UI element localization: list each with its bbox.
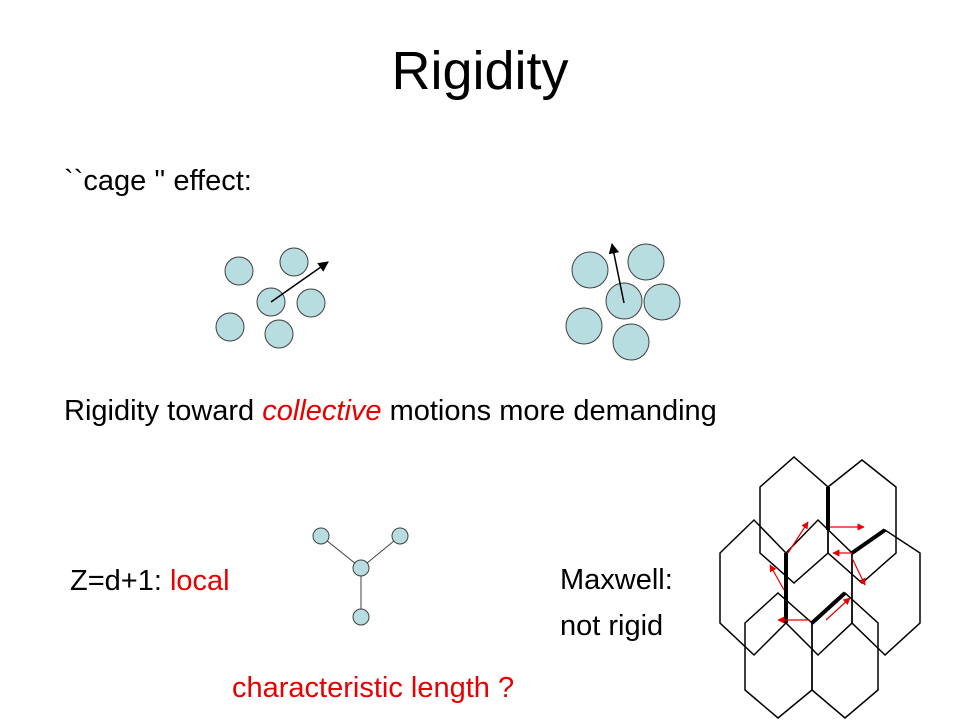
bond xyxy=(320,535,362,569)
particle xyxy=(565,307,603,345)
hexagon-lattice xyxy=(719,455,921,719)
network-node xyxy=(352,559,370,577)
characteristic-length-question: characteristic length ? xyxy=(232,672,515,704)
red-arrow xyxy=(851,557,866,586)
network-node xyxy=(352,608,370,626)
red-arrow xyxy=(787,521,809,554)
particle xyxy=(264,319,294,349)
red-arrow xyxy=(825,597,851,621)
hexagon-cell xyxy=(827,459,897,585)
maxwell-line-1: Maxwell: xyxy=(560,564,673,596)
displacement-arrow xyxy=(270,261,329,303)
dense-cage-cluster xyxy=(565,243,681,361)
particle xyxy=(643,283,681,321)
slide-title: Rigidity xyxy=(391,41,569,101)
network-node xyxy=(391,527,409,545)
local-highlight: local xyxy=(169,565,230,597)
thick-bond xyxy=(850,528,887,555)
red-displacement-arrows xyxy=(769,521,866,624)
sentence-suffix: motions more demanding xyxy=(381,395,717,427)
particle xyxy=(571,251,609,289)
hexagon-cell xyxy=(719,518,787,657)
particle xyxy=(224,256,254,286)
local-y-network xyxy=(312,527,409,626)
local-constraint-label: Z=d+1: local xyxy=(70,565,230,598)
thick-bond xyxy=(810,591,847,625)
particle xyxy=(612,323,650,361)
network-node xyxy=(312,527,330,545)
hexagon-cell xyxy=(744,591,813,719)
cage-effect-heading: ``cage '' effect: xyxy=(64,165,252,197)
collective-emphasis: collective xyxy=(262,395,382,427)
maxwell-line-2: not rigid xyxy=(560,610,664,642)
particle xyxy=(296,288,326,318)
sentence-prefix: Rigidity toward xyxy=(64,395,263,427)
particle xyxy=(279,247,309,277)
particle xyxy=(215,312,245,342)
displacement-arrow xyxy=(608,242,625,304)
lattice-thick-bonds xyxy=(784,487,887,625)
rigidity-sentence: Rigidity toward collective motions more … xyxy=(64,395,717,428)
particle xyxy=(627,243,665,281)
loose-cage-cluster xyxy=(215,247,326,349)
hexagon-cell xyxy=(851,529,921,657)
maxwell-label: Maxwell: not rigid xyxy=(560,557,673,649)
red-arrow xyxy=(769,564,785,591)
coordination-formula: Z=d+1: xyxy=(70,565,170,597)
